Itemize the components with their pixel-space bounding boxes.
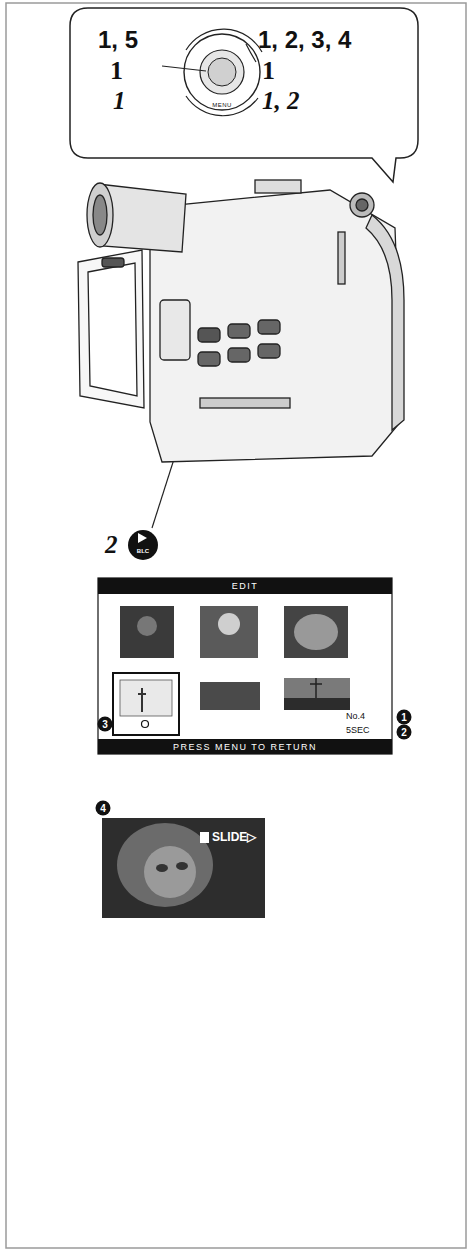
camcorder-illustration <box>228 348 250 362</box>
blc-button-icon <box>138 533 147 543</box>
callout-number: 1 <box>397 710 412 725</box>
camcorder-illustration <box>150 190 402 462</box>
edit-screen <box>137 616 157 636</box>
camcorder-illustration <box>228 324 250 338</box>
edit-screen <box>98 578 392 594</box>
page-border <box>6 3 466 1248</box>
slide-image <box>102 818 265 918</box>
leader-line <box>162 66 206 71</box>
slide-image <box>176 862 188 870</box>
edit-screen <box>98 739 392 754</box>
camcorder-illustration <box>93 195 107 235</box>
callout-number: 2 <box>397 725 412 740</box>
joystick-symbol <box>200 50 244 94</box>
camcorder-illustration <box>88 263 137 396</box>
camcorder-illustration <box>366 215 404 430</box>
camcorder-illustration <box>255 180 301 193</box>
edit-screen <box>98 578 392 754</box>
slide-image <box>102 818 265 918</box>
edit-screen <box>284 698 350 710</box>
camcorder-illustration <box>200 398 290 408</box>
camcorder-illustration <box>198 328 220 342</box>
edit-screen <box>294 614 338 650</box>
step-number: 1 <box>110 58 123 84</box>
callout-bubble <box>70 8 418 182</box>
step-number: 2 <box>105 532 118 557</box>
edit-screen <box>120 680 172 716</box>
step-number: 1, 2, 3, 4 <box>258 28 351 52</box>
joystick-symbol <box>184 29 262 116</box>
camcorder-illustration <box>78 180 404 462</box>
edit-screen <box>113 673 179 735</box>
edit-screen <box>120 606 174 658</box>
edit-screen <box>310 678 322 698</box>
button-name: MENU <box>212 102 232 108</box>
camcorder-illustration <box>102 258 124 267</box>
camcorder-illustration <box>356 199 368 211</box>
camcorder-illustration <box>338 232 345 284</box>
slide-image <box>117 823 213 907</box>
joystick-symbol <box>184 34 260 110</box>
camcorder-illustration <box>198 352 220 366</box>
camcorder-illustration <box>258 320 280 334</box>
screen-title: EDIT <box>232 582 259 591</box>
screen-text: SLIDE▷ <box>212 831 256 843</box>
edit-screen <box>284 678 350 710</box>
step-number: 1, 2 <box>262 88 300 113</box>
blc-button-icon <box>128 530 158 560</box>
slide-image <box>156 864 168 872</box>
step-number: 1, 5 <box>98 28 138 52</box>
camcorder-illustration <box>87 183 113 247</box>
edit-screen <box>200 682 260 710</box>
screen-text: 5SEC <box>346 726 370 735</box>
camcorder-illustration <box>258 344 280 358</box>
step-number: 1 <box>262 58 275 84</box>
step-number: 1 <box>113 88 126 113</box>
callout-bubble <box>70 8 418 182</box>
blc-button-icon <box>128 530 158 560</box>
edit-screen <box>142 721 149 728</box>
button-name: BLC <box>137 548 149 554</box>
joystick-symbol <box>208 58 236 86</box>
camcorder-illustration <box>160 300 190 360</box>
edit-screen <box>200 606 258 658</box>
edit-screen <box>98 578 392 754</box>
edit-screen <box>218 613 240 635</box>
callout-number: 4 <box>96 801 111 816</box>
callout-number: 3 <box>98 717 113 732</box>
page-border <box>6 3 466 1248</box>
camcorder-illustration <box>78 250 144 408</box>
screen-text: No.4 <box>346 712 365 721</box>
leader-line <box>246 44 256 62</box>
edit-screen <box>138 688 146 712</box>
slide-image <box>144 846 196 898</box>
screen-text: PRESS MENU TO RETURN <box>173 743 317 752</box>
slide-image <box>200 832 209 843</box>
edit-screen <box>284 606 348 658</box>
camcorder-illustration <box>350 193 374 217</box>
